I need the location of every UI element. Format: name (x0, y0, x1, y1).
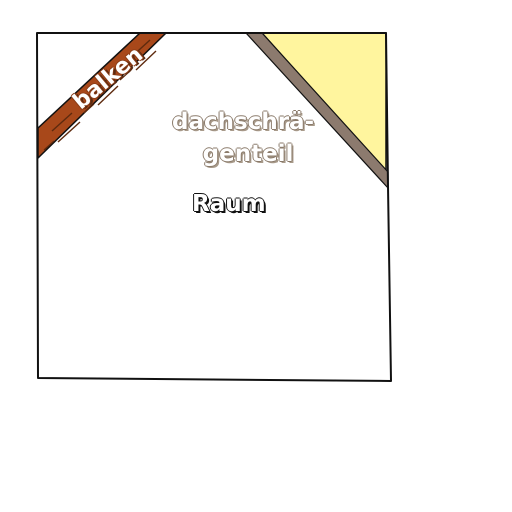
beam (37, 32, 168, 160)
roof-slope-label-line1: dachschrä- (172, 109, 315, 135)
roof-slope-label-line2: genteil (202, 141, 294, 167)
room-label: Raum (192, 191, 266, 217)
roof-slope-label: dachschrä- genteil (172, 106, 314, 170)
room-outline (36, 32, 392, 382)
